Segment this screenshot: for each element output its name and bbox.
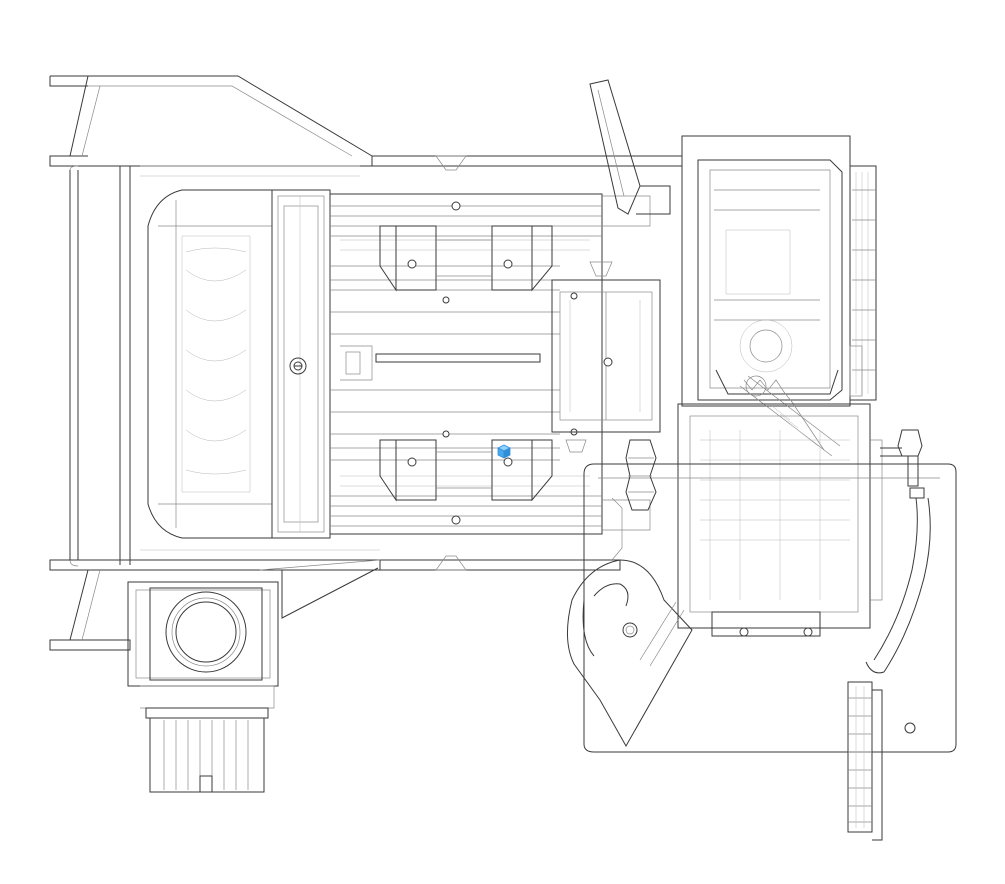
spring-mechanism [739,375,841,457]
bottom-rack [847,681,883,841]
rail-clips [435,155,613,571]
carrier-block [551,195,661,531]
hook-handle [865,429,931,674]
lower-mechanism-box [677,403,883,637]
motor-housing [147,189,331,539]
locking-knob [625,439,657,511]
view-cube-icon[interactable] [497,444,511,459]
release-lever [589,79,671,215]
pivot-arm [566,497,693,748]
left-frame [49,75,683,651]
clamp-blocks [379,201,578,525]
gearbox-housing [681,135,877,407]
stator-rails [289,193,603,535]
bottom-connector [127,581,279,793]
side-plate [583,463,957,753]
